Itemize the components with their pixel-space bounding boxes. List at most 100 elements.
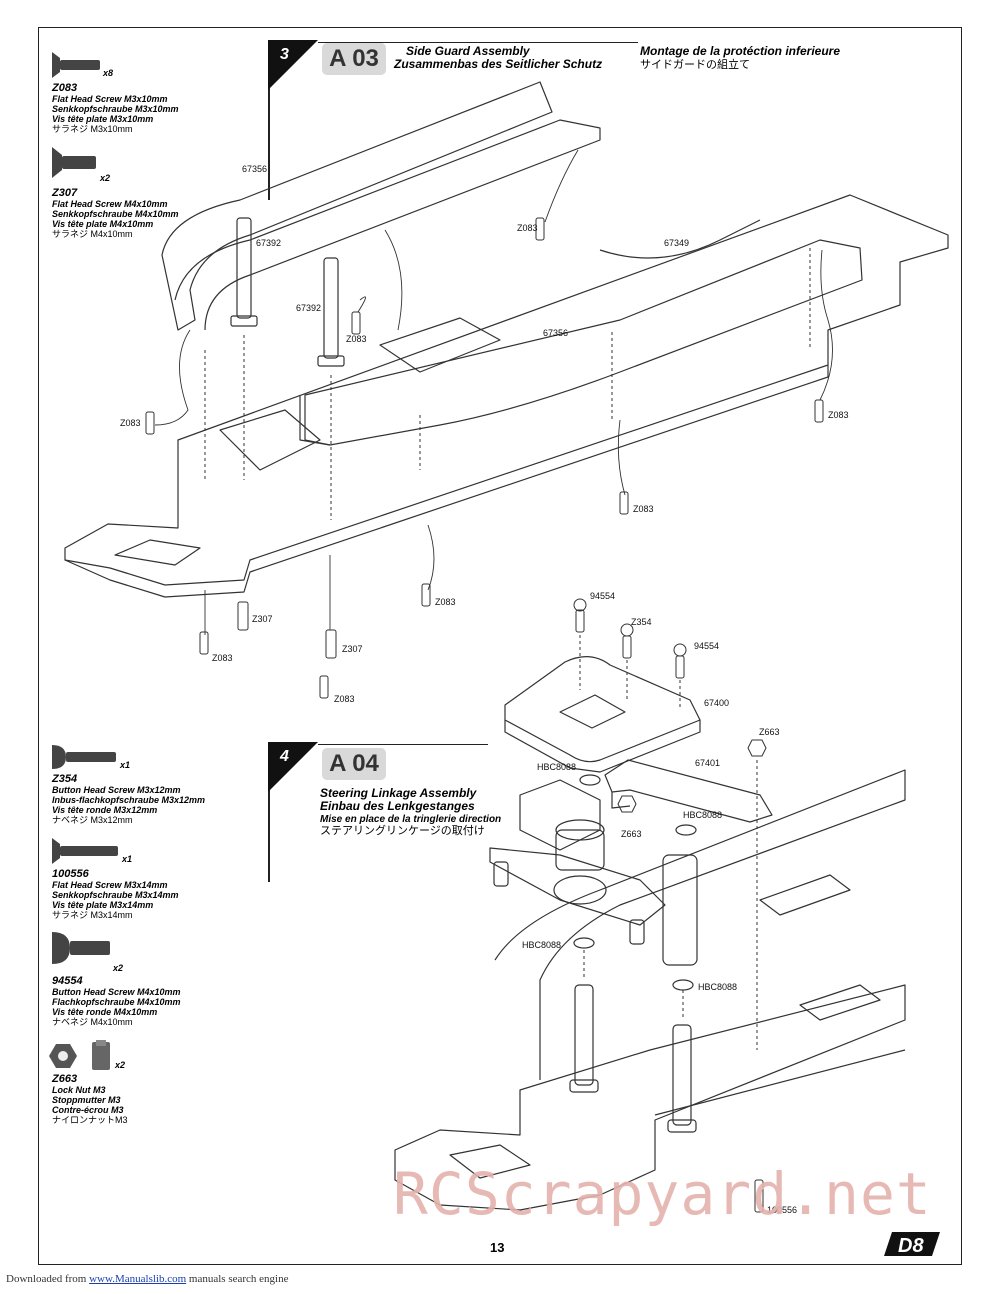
part-name-fr: Vis tête plate M3x14mm [52,900,154,910]
part-name-de: Inbus-flachkopfschraube M3x12mm [52,795,206,805]
step4-fasteners-drawing [573,598,767,1213]
part-name-en: Flat Head Screw M4x10mm [52,199,168,209]
label-z354: Z354 [631,617,652,627]
label-z083-h: Z083 [334,694,355,704]
part-name-fr: Vis tête ronde M4x10mm [52,1007,158,1017]
step4-chassis-drawing [394,769,906,1211]
part-name-de: Senkkopfschraube M3x10mm [52,104,179,114]
watermark: RCScrapyard.net [393,1160,932,1228]
part-code: 94554 [52,975,83,987]
step4-title-de: Einbau des Lenkgestanges [320,799,475,813]
flat-head-screw-icon [52,147,96,178]
step3-top-rule [318,42,638,43]
servo-saver-drawing [489,779,666,945]
step3-vertical-rule [268,40,270,200]
part-name-fr: Vis tête ronde M3x12mm [52,805,158,815]
part-name-de: Stoppmutter M3 [52,1095,121,1105]
label-hbc8088-3: HBC8088 [522,940,562,950]
label-z663-a: Z663 [759,727,780,737]
button-head-screw-icon [52,745,116,769]
part-name-fr: Vis tête plate M4x10mm [52,219,154,229]
part-name-en: Flat Head Screw M3x10mm [52,94,168,104]
step3-number-badge: 3 [268,40,318,90]
label-z083-c: Z083 [120,418,141,428]
drag-link-drawing [604,759,773,823]
label-z083-g: Z083 [212,653,233,663]
part-name-jp: ナイロンナットM3 [52,1115,128,1125]
footer-link[interactable]: www.Manualslib.com [89,1273,187,1285]
part-code: Z663 [52,1073,78,1085]
part-z307: Z307 Flat Head Screw M4x10mm Senkkopfsch… [52,187,179,239]
step4-vertical-rule [268,742,270,882]
footer: Downloaded from www.Manualslib.com manua… [6,1273,288,1285]
part-qty: x2 [115,1060,126,1070]
part-name-jp: サラネジ M3x14mm [52,910,133,920]
part-100556: 100556 Flat Head Screw M3x14mm Senkkopfs… [52,868,179,920]
part-z663: Z663 Lock Nut M3 Stoppmutter M3 Contre-é… [52,1073,128,1125]
label-hbc8088-2: HBC8088 [683,810,723,820]
part-code: 100556 [52,868,89,880]
label-z307-a: Z307 [252,614,273,624]
step3-title-jp: サイドガードの組立て [640,59,750,71]
step3-title-fr: Montage de la protéction inferieure [640,44,841,58]
label-94554-a: 94554 [590,591,616,601]
label-z083-d: Z083 [828,410,849,420]
step4-guide-arrows [579,635,758,1050]
label-z663-b: Z663 [621,829,642,839]
step3-code: A 03 [322,43,386,75]
brand-logo: D8 [884,1230,940,1258]
label-67349: 67349 [664,238,690,248]
step3-title-en: Side Guard Assembly [406,44,530,58]
guide-arrows [204,248,811,520]
label-z083-b: Z083 [346,334,367,344]
label-67400: 67400 [704,698,730,708]
steel-posts-drawing [230,217,345,367]
flat-head-screw-icon [52,838,118,864]
side-guard-drawing [161,81,863,446]
chassis-plate-drawing [64,194,949,598]
steering-bracket-drawing [504,656,701,773]
label-z307-b: Z307 [342,644,363,654]
button-head-screw-icon [52,932,110,964]
svg-text:D8: D8 [898,1235,924,1257]
part-name-jp: サラネジ M4x10mm [52,229,133,239]
part-code: Z307 [52,187,78,199]
part-name-fr: Contre-écrou M3 [52,1105,124,1115]
part-z354: Z354 Button Head Screw M3x12mm Inbus-fla… [52,773,205,825]
part-name-de: Flachkopfschraube M4x10mm [52,997,181,1007]
step4-title-jp: ステアリングリンケージの取付け [320,825,485,837]
part-name-jp: ナベネジ M4x10mm [52,1017,133,1027]
part-name-en: Button Head Screw M3x12mm [52,785,181,795]
footer-prefix: Downloaded from [6,1273,87,1285]
step3-number: 3 [280,46,289,63]
label-67356-a: 67356 [242,164,268,174]
label-94554-b: 94554 [694,641,720,651]
d8-logo-icon: D8 [884,1232,940,1257]
label-67356-b: 67356 [543,328,569,338]
step4-posts-drawing [569,774,698,1133]
part-qty: x8 [103,68,114,78]
step4-title-en: Steering Linkage Assembly [320,786,477,800]
part-code: Z083 [52,82,78,94]
label-67392-a: 67392 [256,238,282,248]
part-qty: x2 [100,173,111,183]
step4-number: 4 [280,748,289,765]
step4-top-rule [318,744,488,745]
step4-title-fr: Mise en place de la tringlerie direction [320,814,502,825]
page-frame [38,27,962,1265]
label-hbc8088-1: HBC8088 [537,762,577,772]
part-name-en: Flat Head Screw M3x14mm [52,880,168,890]
label-100556: 100556 [767,1205,798,1215]
lock-nut-icon [49,1040,110,1070]
step4-code: A 04 [322,748,386,780]
part-94554: 94554 Button Head Screw M4x10mm Flachkop… [52,975,181,1027]
flat-head-screw-icon [52,52,100,78]
label-67401: 67401 [695,758,721,768]
step3-title-de: Zusammenbas des Seitlicher Schutz [394,57,603,71]
part-name-jp: サラネジ M3x10mm [52,124,133,134]
leader-lines [154,149,833,635]
label-z083-f: Z083 [435,597,456,607]
part-name-en: Lock Nut M3 [52,1085,106,1095]
part-name-en: Button Head Screw M4x10mm [52,987,181,997]
